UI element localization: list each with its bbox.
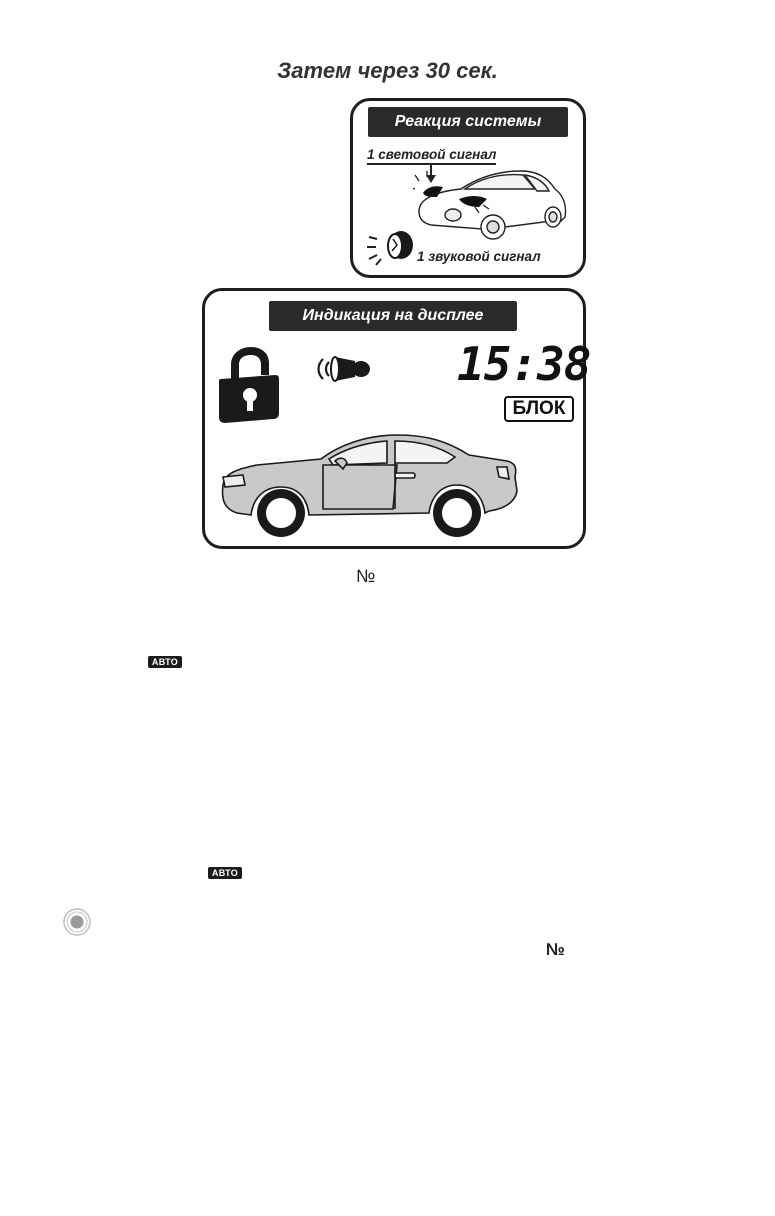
siren-icon: [367, 231, 413, 266]
arrow-down-icon: [426, 163, 436, 183]
lcd-clock: 15:38: [457, 337, 591, 391]
avto-badge: АВТО: [208, 867, 242, 879]
page-heading: Затем через 30 сек.: [277, 58, 498, 83]
sound-signal-label: 1 звуковой сигнал: [417, 249, 541, 264]
radio-button-icon: [63, 908, 91, 936]
display-indication-title: Индикация на дисплее: [269, 301, 517, 331]
sedan-car-icon: [221, 434, 518, 537]
system-reaction-title: Реакция системы: [368, 107, 568, 137]
avto-badge: АВТО: [148, 656, 182, 668]
blok-indicator: БЛОК: [504, 396, 574, 422]
system-reaction-panel: Реакция системы 1 световой сигнал: [350, 98, 586, 278]
siren-sound-icon: [317, 356, 370, 382]
sports-car-icon: [413, 170, 567, 240]
display-indication-panel: Индикация на дисплее 15:38 БЛОК: [202, 288, 591, 549]
numero-sign: №: [546, 940, 565, 959]
numero-sign: №: [356, 566, 376, 586]
lock-closed-icon: [219, 347, 279, 423]
